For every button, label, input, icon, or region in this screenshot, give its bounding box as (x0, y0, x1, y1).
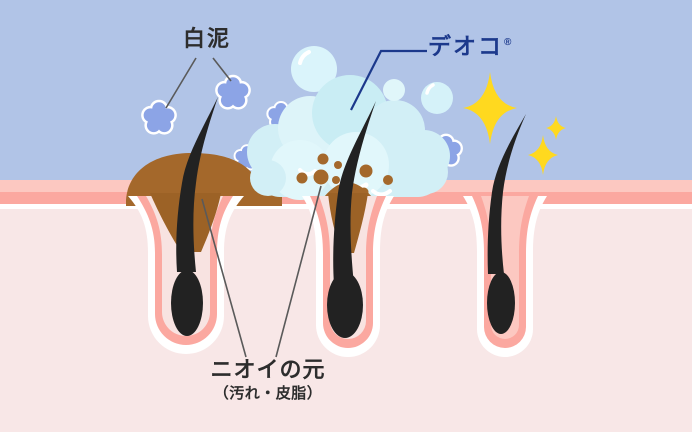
sebum-dots (296, 153, 393, 197)
hair-left (171, 97, 218, 336)
dirt-mound (126, 153, 282, 206)
label-white-clay: 白泥 (182, 26, 231, 51)
hair-right (487, 114, 526, 334)
brand-pointer-line (350, 49, 427, 111)
bubble-icon (291, 46, 453, 114)
label-brand-deoco: デオコ® (428, 33, 511, 59)
odor-source-subtitle: （汚れ・皮脂） (213, 385, 323, 403)
odor-pointer-lines (201, 185, 322, 358)
label-odor-source: ニオイの元 （汚れ・皮脂） (158, 357, 378, 403)
clay-pointer-lines (165, 57, 232, 109)
hair-middle (327, 101, 376, 338)
odor-source-title: ニオイの元 (210, 357, 326, 382)
sparkle-icon (463, 72, 566, 175)
brand-name: デオコ (428, 33, 503, 59)
foam-cloud (247, 75, 450, 200)
bubble-icon (383, 79, 405, 101)
registered-trademark-mark: ® (504, 37, 512, 49)
